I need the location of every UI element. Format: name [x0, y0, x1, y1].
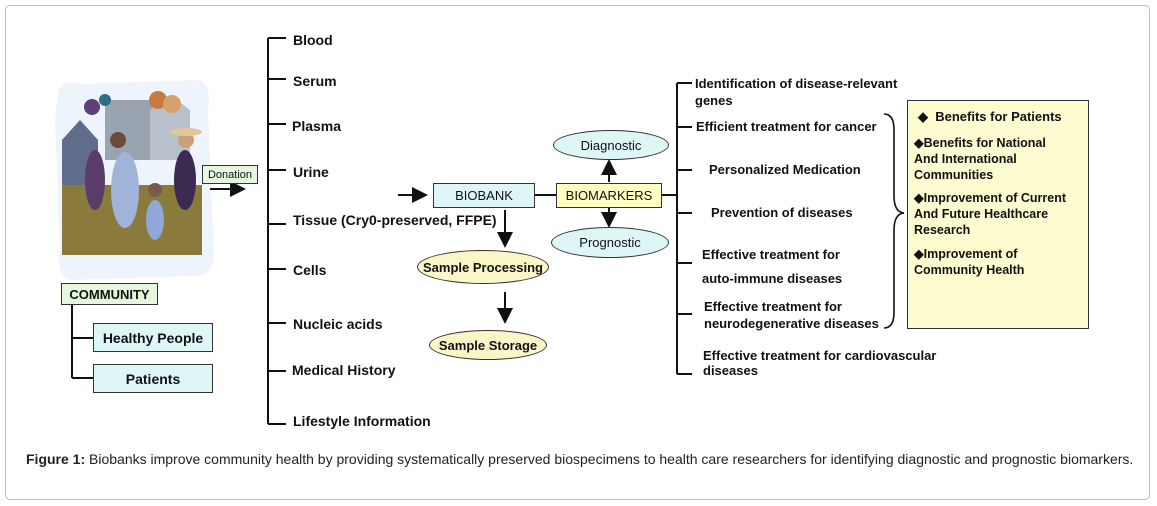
patients-box: Patients: [93, 364, 213, 393]
diamond-bullet-icon: ◆: [914, 136, 924, 150]
benefit-research-line2: And Future Healthcare: [914, 207, 1049, 221]
benefit-community-health-line2: Community Health: [914, 263, 1025, 277]
specimen-medical-history: Medical History: [292, 362, 396, 378]
diamond-bullet-icon: ◆: [918, 109, 928, 124]
benefit-communities-line3: Communities: [914, 168, 994, 182]
benefit-research: ◆Improvement of Current: [914, 191, 1067, 205]
caption-label: Figure 1:: [26, 451, 86, 467]
community-box: COMMUNITY: [61, 283, 158, 305]
specimen-serum: Serum: [293, 73, 337, 89]
outcome-cardio-line1: Effective treatment for cardiovascular: [703, 348, 937, 363]
specimen-urine: Urine: [293, 164, 329, 180]
specimen-cells: Cells: [293, 262, 327, 278]
donation-box: Donation: [202, 165, 258, 184]
sample-processing-ellipse: Sample Processing: [417, 250, 549, 284]
figure-caption: Figure 1: Biobanks improve community hea…: [26, 450, 1136, 468]
outcome-identification-line1: Identification of disease-relevant: [695, 76, 898, 91]
biomarkers-box: BIOMARKERS: [556, 183, 662, 208]
biobank-box: BIOBANK: [433, 183, 535, 208]
specimen-nucleic-acids: Nucleic acids: [293, 316, 383, 332]
outcome-cardio-line2: diseases: [703, 363, 758, 378]
outcome-prevention: Prevention of diseases: [711, 205, 853, 220]
benefit-communities-line2: And International: [914, 152, 1017, 166]
outcome-personalized: Personalized Medication: [709, 162, 861, 177]
outcome-neuro-line2: neurodegenerative diseases: [704, 316, 879, 331]
healthy-people-box: Healthy People: [93, 323, 213, 352]
diamond-bullet-icon: ◆: [914, 247, 924, 261]
benefit-community-health: ◆Improvement of: [914, 247, 1018, 261]
specimen-lifestyle: Lifestyle Information: [293, 413, 431, 429]
specimen-plasma: Plasma: [292, 118, 342, 134]
specimen-tissue: Tissue (Cry0-preserved, FFPE): [293, 212, 497, 228]
outcome-identification-line2: genes: [695, 93, 733, 108]
sample-storage-ellipse: Sample Storage: [429, 330, 547, 360]
benefit-communities: ◆Benefits for National: [914, 136, 1046, 150]
community-illustration: [55, 80, 214, 280]
diagnostic-ellipse: Diagnostic: [553, 130, 669, 160]
prognostic-ellipse: Prognostic: [551, 227, 669, 258]
outcome-autoimmune-line1: Effective treatment for: [702, 247, 840, 262]
outcome-cancer: Efficient treatment for cancer: [696, 119, 877, 134]
benefit-research-line3: Research: [914, 223, 971, 237]
benefit-patients: ◆ Benefits for Patients: [918, 109, 1062, 124]
outcome-autoimmune-line2: auto-immune diseases: [702, 271, 843, 286]
figure-frame: [5, 5, 1150, 500]
diamond-bullet-icon: ◆: [914, 191, 924, 205]
benefits-box: ◆ Benefits for Patients ◆Benefits for Na…: [907, 100, 1089, 329]
specimen-blood: Blood: [293, 32, 333, 48]
caption-text: Biobanks improve community health by pro…: [89, 451, 1134, 467]
outcome-neuro-line1: Effective treatment for: [704, 299, 842, 314]
